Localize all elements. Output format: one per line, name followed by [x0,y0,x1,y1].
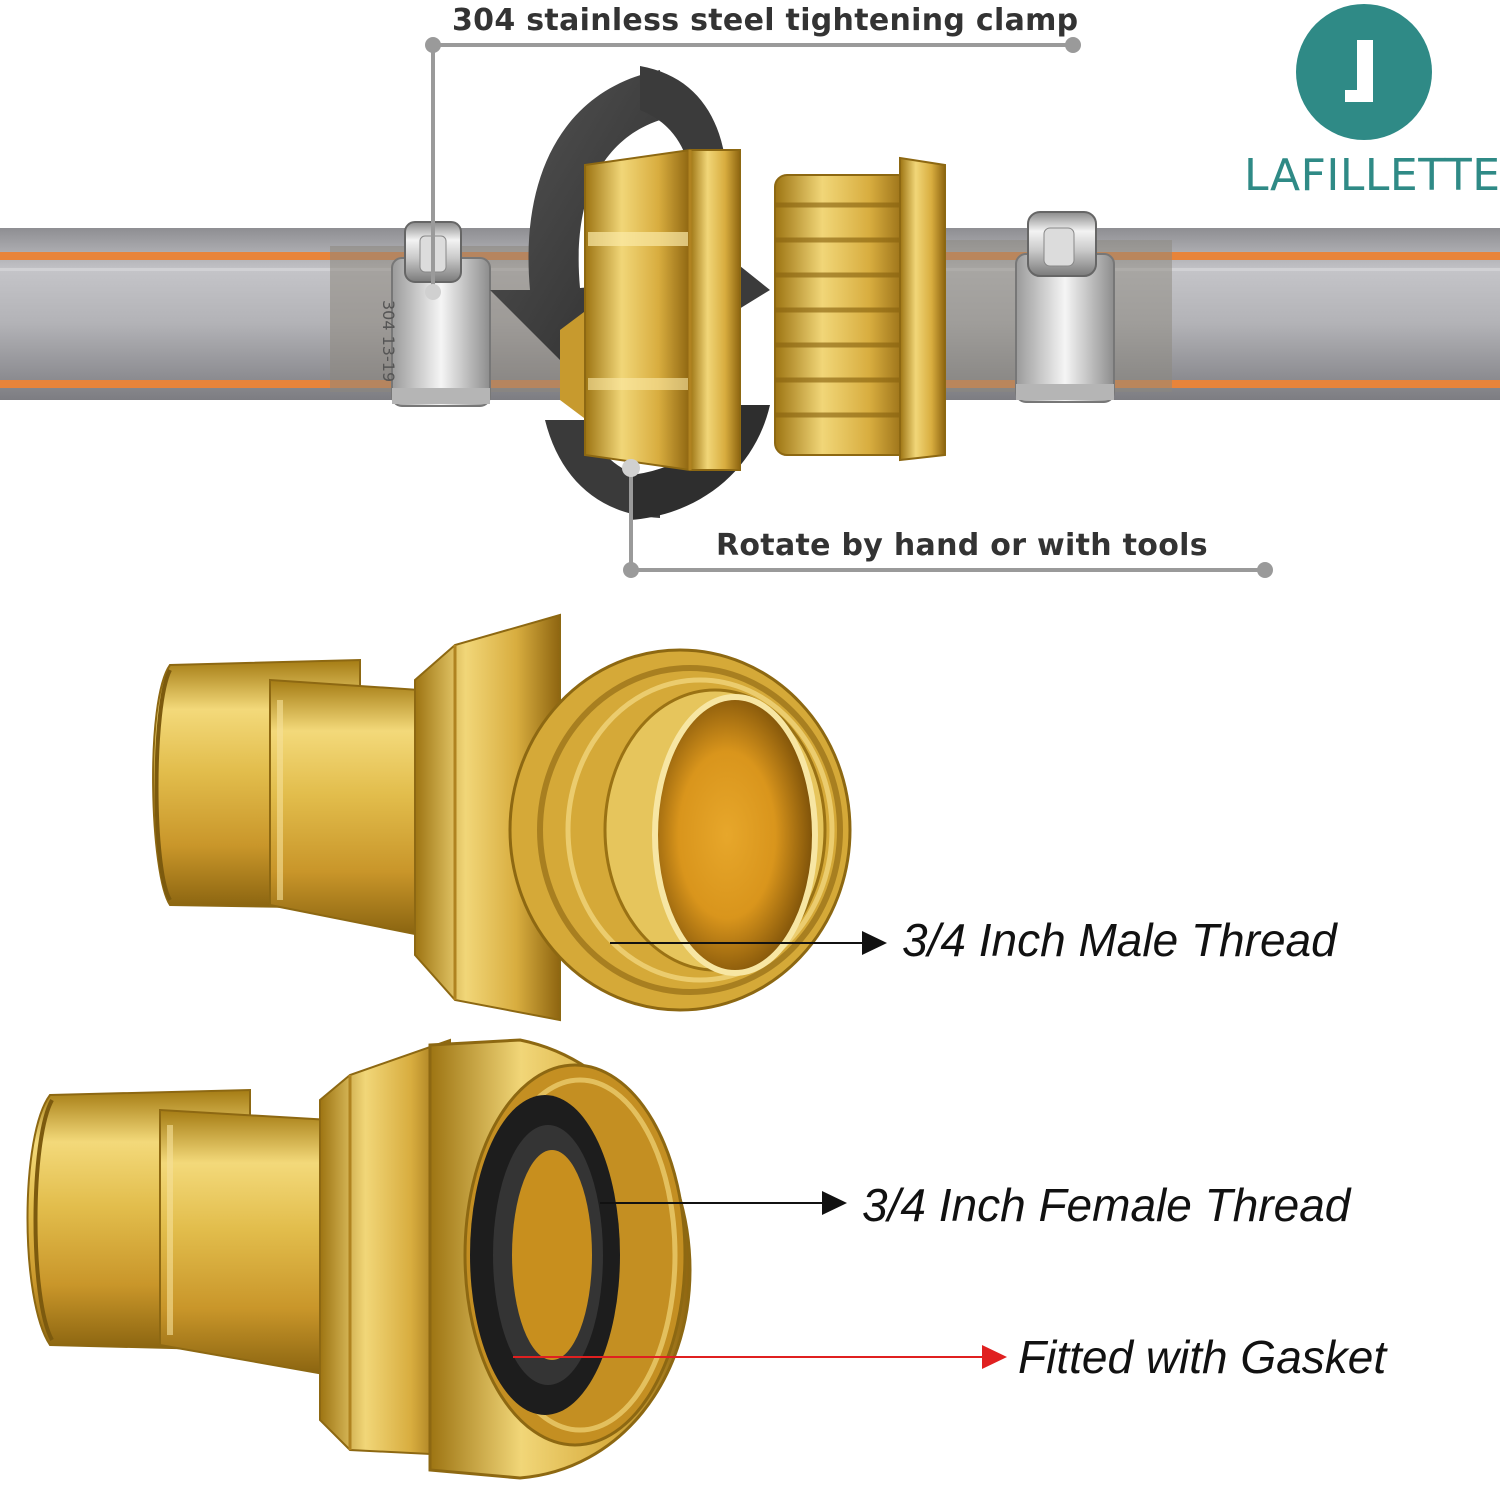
female-thread-fitting [26,1038,692,1480]
male-thread-arrow [610,931,887,955]
female-thread-label: 3/4 Inch Female Thread [862,1179,1351,1231]
brand-name: LAFILLETTE [1244,150,1500,201]
clamp-callout-leader [425,37,1081,300]
male-thread-fitting [152,613,852,1022]
rotate-callout-leader [622,459,1273,578]
male-thread-label: 3/4 Inch Male Thread [902,914,1337,966]
clamp-right [1015,211,1115,403]
gasket-arrow [513,1345,1007,1369]
clamp-callout-label: 304 stainless steel tightening clamp [452,3,1079,38]
brand-logo [1296,4,1432,140]
clamp-stamp: 304 13-19 [379,300,398,383]
hose-assembly [0,37,1500,578]
male-coupling-top [774,156,946,462]
female-coupling-top [560,148,741,472]
rotate-callout-label: Rotate by hand or with tools [716,528,1208,563]
female-thread-arrow [600,1191,847,1215]
gasket-label: Fitted with Gasket [1018,1331,1387,1383]
